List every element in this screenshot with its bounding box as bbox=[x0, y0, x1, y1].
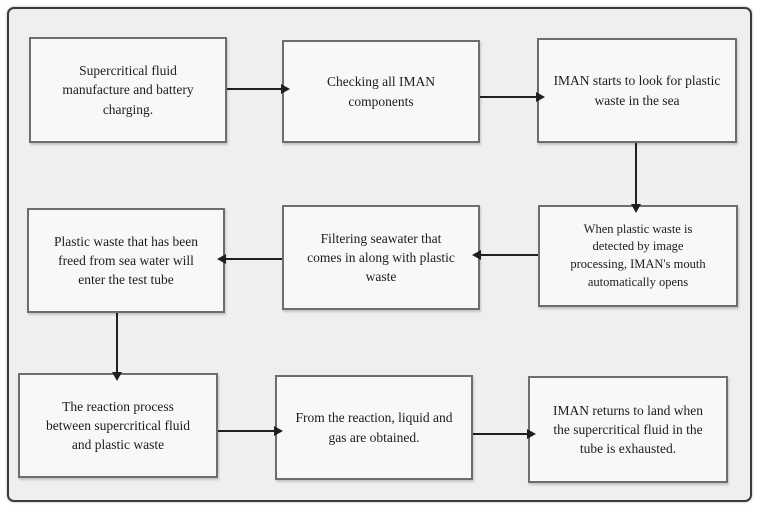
arrow-n8-n9 bbox=[473, 429, 536, 439]
node-label: When plastic waste is detected by image … bbox=[570, 221, 706, 289]
node-waste-enters-test-tube: Plastic waste that has been freed from s… bbox=[27, 208, 225, 313]
node-liquid-and-gas-obtained: From the reaction, liquid and gas are ob… bbox=[275, 375, 473, 480]
arrowhead-right-icon bbox=[281, 84, 290, 94]
arrow-n4-n5 bbox=[472, 250, 538, 260]
node-look-for-plastic-waste: IMAN starts to look for plastic waste in… bbox=[537, 38, 737, 143]
arrow-n2-n3 bbox=[480, 92, 545, 102]
node-label: The reaction process between supercritic… bbox=[46, 398, 190, 453]
arrowhead-right-icon bbox=[527, 429, 536, 439]
arrowhead-left-icon bbox=[472, 250, 481, 260]
arrowhead-left-icon bbox=[217, 254, 226, 264]
node-reaction-process: The reaction process between supercritic… bbox=[18, 373, 218, 478]
node-filtering-seawater: Filtering seawater that comes in along w… bbox=[282, 205, 480, 310]
node-label: Filtering seawater that comes in along w… bbox=[307, 230, 455, 285]
arrow-n5-n6 bbox=[217, 254, 282, 264]
arrowhead-right-icon bbox=[274, 426, 283, 436]
node-label: Supercritical fluid manufacture and batt… bbox=[62, 63, 194, 117]
node-label: Plastic waste that has been freed from s… bbox=[54, 233, 198, 288]
node-returns-to-land: IMAN returns to land when the supercriti… bbox=[528, 376, 728, 483]
arrow-n7-n8 bbox=[218, 426, 283, 436]
arrow-n6-n7 bbox=[112, 313, 122, 381]
node-label: IMAN returns to land when the supercriti… bbox=[553, 402, 703, 457]
arrow-n3-n4 bbox=[631, 143, 641, 213]
arrow-n1-n2 bbox=[227, 84, 290, 94]
node-checking-components: Checking all IMAN components bbox=[282, 40, 480, 143]
node-label: From the reaction, liquid and gas are ob… bbox=[295, 410, 453, 445]
node-label: IMAN starts to look for plastic waste in… bbox=[553, 73, 721, 108]
arrowhead-down-icon bbox=[631, 204, 641, 213]
node-label: Checking all IMAN components bbox=[327, 74, 435, 109]
node-mouth-opens: When plastic waste is detected by image … bbox=[538, 205, 738, 307]
arrowhead-down-icon bbox=[112, 372, 122, 381]
node-supercritical-fluid-manufacture: Supercritical fluid manufacture and batt… bbox=[29, 37, 227, 143]
arrowhead-right-icon bbox=[536, 92, 545, 102]
